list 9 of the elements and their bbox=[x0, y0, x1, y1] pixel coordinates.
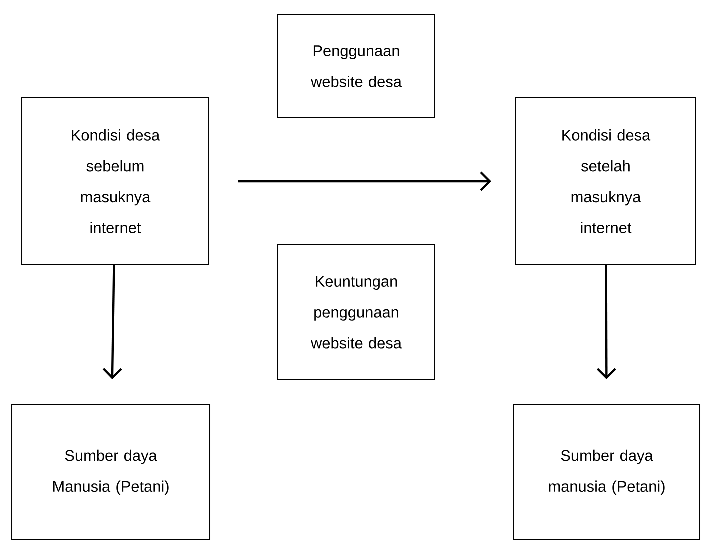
text-box: Kondisi desa setelah masuknya internet bbox=[516, 98, 696, 266]
text-box: Kondisi desa sebelum masuknya internet bbox=[22, 98, 210, 266]
arrow bbox=[238, 172, 492, 192]
text-box: Sumber daya Manusia (Petani) bbox=[12, 404, 210, 540]
arrow bbox=[596, 266, 616, 380]
text-box: Penggunaan website desa bbox=[278, 14, 436, 118]
arrow bbox=[102, 265, 122, 380]
text-box: Sumber daya manusia (Petani) bbox=[514, 404, 700, 540]
text-box: Keuntungan penggunaan website desa bbox=[278, 244, 436, 380]
